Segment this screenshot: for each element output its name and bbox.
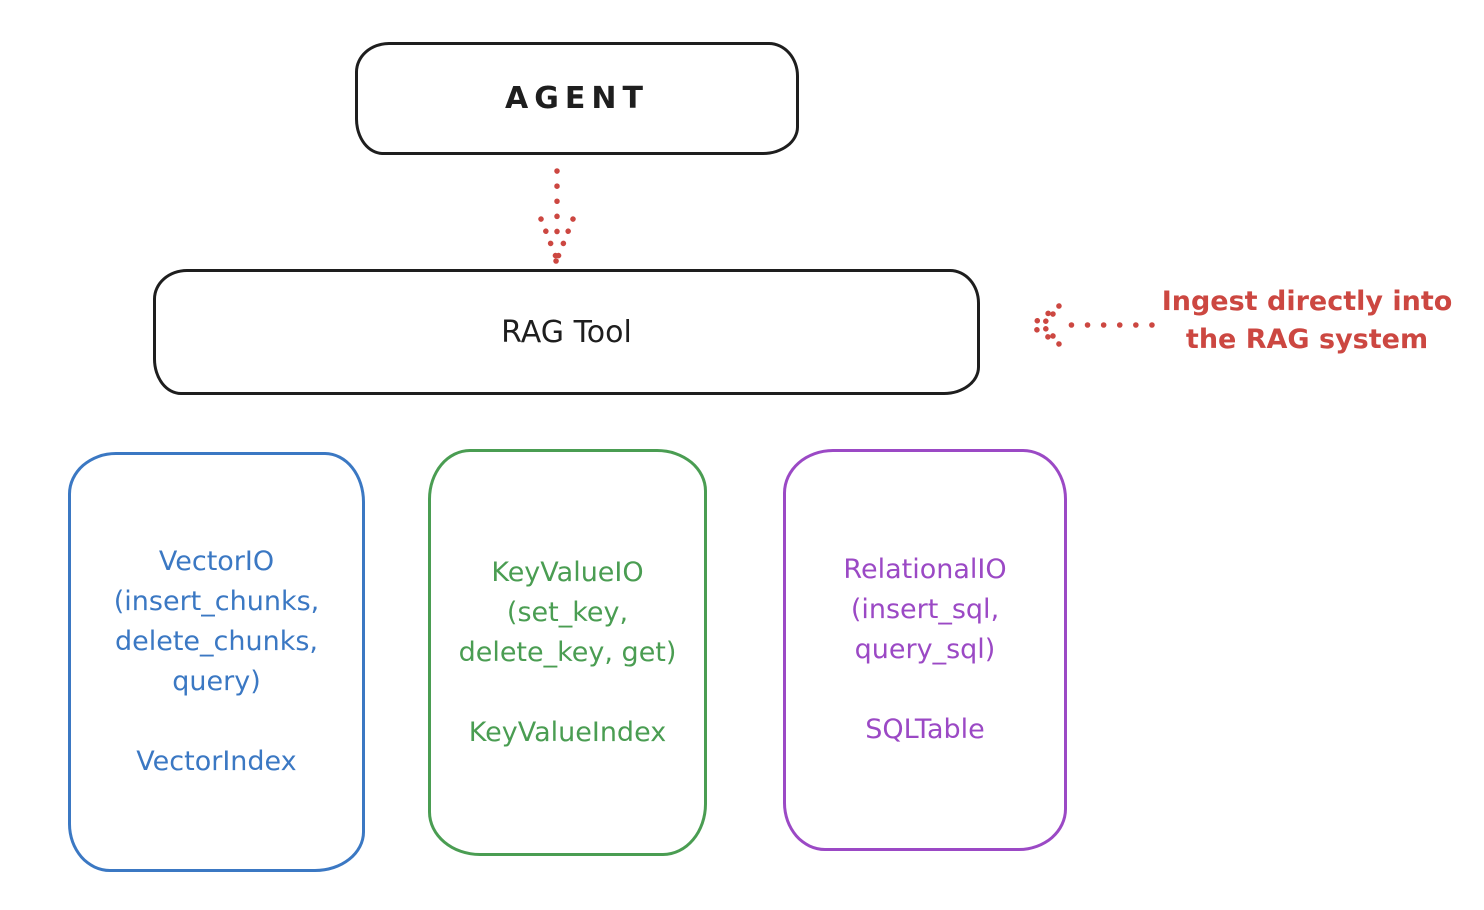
- vector-io-content: VectorIO (insert_chunks, delete_chunks, …: [114, 542, 319, 782]
- relational-io-node: RelationalIO (insert_sql, query_sql) SQL…: [783, 449, 1067, 851]
- annotation-text: Ingest directly into the RAG system: [1161, 286, 1453, 355]
- sqltable-label: SQLTable: [865, 714, 985, 745]
- keyvalue-io-content: KeyValueIO (set_key, delete_key, get) Ke…: [459, 553, 677, 753]
- agent-to-rag-arrow: [538, 168, 576, 264]
- vector-io-label: VectorIO (insert_chunks, delete_chunks, …: [113, 546, 320, 697]
- keyvalue-io-node: KeyValueIO (set_key, delete_key, get) Ke…: [428, 449, 707, 856]
- keyvalue-index-label: KeyValueIndex: [468, 716, 667, 748]
- relational-io-label: RelationalIO (insert_sql, query_sql): [843, 554, 1007, 665]
- rag-tool-node: RAG Tool: [153, 269, 980, 395]
- rag-tool-label: RAG Tool: [501, 314, 632, 350]
- relational-io-content: RelationalIO (insert_sql, query_sql) SQL…: [843, 550, 1006, 750]
- keyvalue-io-label: KeyValueIO (set_key, delete_key, get): [458, 556, 677, 668]
- vector-index-label: VectorIndex: [136, 746, 297, 777]
- vector-io-node: VectorIO (insert_chunks, delete_chunks, …: [68, 452, 365, 872]
- agent-label: AGENT: [505, 81, 649, 116]
- agent-node: AGENT: [355, 42, 799, 155]
